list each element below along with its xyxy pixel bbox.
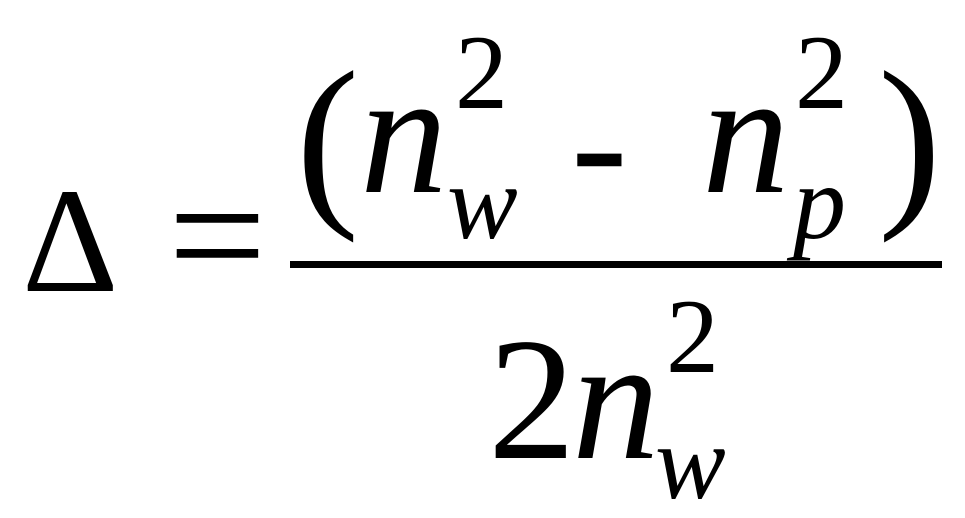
term1-subscript: w	[447, 144, 518, 261]
denominator-superscript: 2	[666, 278, 719, 395]
delta-symbol: Δ	[22, 158, 119, 324]
term1-base: n	[360, 36, 448, 230]
denominator-coefficient: 2	[488, 302, 576, 496]
minus-operator: -	[571, 49, 628, 237]
close-parenthesis: )	[878, 34, 942, 244]
term2-superscript: 2	[795, 14, 848, 131]
term1-superscript: 2	[455, 14, 508, 131]
fraction-bar	[290, 261, 942, 268]
term2-subscript: p	[793, 144, 846, 261]
denominator-base: n	[572, 302, 660, 496]
open-parenthesis: (	[296, 34, 360, 244]
term2-base: n	[702, 36, 790, 230]
denominator-subscript: w	[655, 404, 726, 518]
equals-sign: =	[168, 138, 267, 332]
